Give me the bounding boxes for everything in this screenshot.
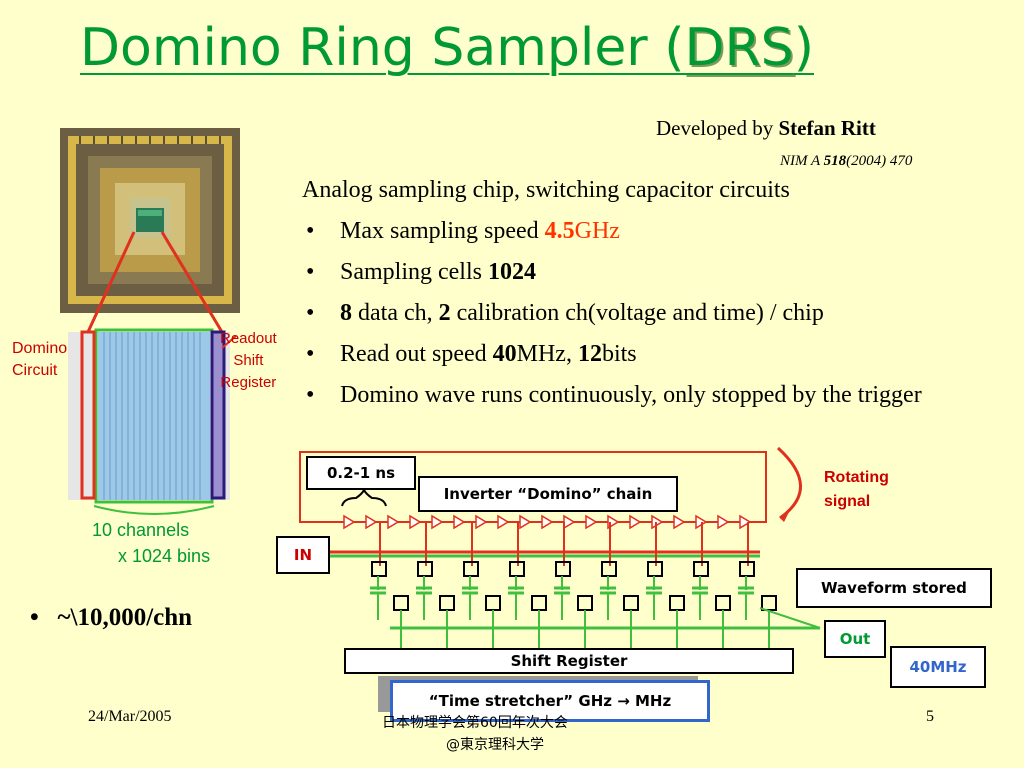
inverter-glyph	[585, 514, 598, 530]
slide-title: Domino Ring Sampler (DRS)	[80, 18, 814, 78]
footer-venue: @東京理科大学	[446, 737, 544, 753]
sampling-cell	[508, 522, 547, 648]
ch-t1: data ch,	[352, 300, 439, 326]
zoom-line-left	[86, 231, 136, 333]
in-box: IN	[276, 536, 330, 574]
inverter-glyph	[673, 514, 686, 530]
credit-author: Stefan Ritt	[778, 116, 876, 140]
title-suffix: )	[793, 18, 814, 78]
speed-text: Max sampling speed	[340, 218, 545, 244]
ref-volume: 518	[823, 153, 847, 169]
footer-meeting: 日本物理学会第60回年次大会	[382, 715, 568, 731]
bullet-cells: Sampling cells 1024	[302, 252, 1002, 293]
ro-u2: bits	[601, 341, 637, 367]
delay-box: 0.2-1 ns	[306, 456, 416, 490]
sampling-cell	[692, 522, 731, 648]
inverter-glyph	[343, 514, 356, 530]
cells-text: Sampling cells	[340, 259, 488, 285]
inverter-chain-box: Inverter “Domino” chain	[418, 476, 678, 512]
zoom-line-right	[160, 231, 224, 333]
cost-bullet: • ~\10,000/chn	[30, 604, 192, 632]
inverter-glyph	[475, 514, 488, 530]
chip-package-illustration	[60, 128, 240, 313]
cell-array	[98, 332, 210, 500]
cost-value: ~\10,000/chn	[57, 604, 193, 631]
inverter-glyph	[365, 514, 378, 530]
bullet-list: Max sampling speed 4.5GHz Sampling cells…	[302, 211, 1002, 416]
inverter-glyph	[739, 514, 752, 530]
bins-label: x 1024 bins	[118, 546, 211, 566]
inverter-glyph	[453, 514, 466, 530]
delay-brace	[341, 487, 387, 507]
bullet-speed: Max sampling speed 4.5GHz	[302, 211, 1002, 252]
ro-v2: 12	[577, 341, 602, 367]
chip-photo	[60, 128, 240, 313]
inverter-glyph	[519, 514, 532, 530]
bullet-domino: Domino wave runs continuously, only stop…	[302, 375, 1002, 416]
inverter-glyph	[563, 514, 576, 530]
intro-text: Analog sampling chip, switching capacito…	[302, 177, 790, 203]
inverter-glyph	[629, 514, 642, 530]
out-box: Out	[824, 620, 886, 658]
ch-t2: calibration ch(voltage and time)	[450, 300, 770, 326]
ro-v1: 40	[492, 341, 517, 367]
channels-label: 10 channels	[92, 520, 190, 540]
freq-box: 40MHz	[890, 646, 986, 688]
reference: NIM A 518(2004) 470	[780, 153, 912, 170]
ch-n1: 8	[340, 300, 352, 326]
cells-value: 1024	[487, 259, 536, 285]
ref-journal: NIM A	[780, 153, 824, 169]
ch-t3: / chip	[769, 300, 824, 326]
credit: Developed by Stefan Ritt	[656, 116, 876, 141]
rotating-arrow	[776, 446, 802, 520]
shift-register-box: Shift Register	[344, 648, 794, 674]
domino-circuit-box	[80, 330, 96, 500]
ro-text: Read out speed	[340, 341, 493, 367]
bullet-block: Analog sampling chip, switching capacito…	[302, 170, 1002, 416]
inverter-glyph	[387, 514, 400, 530]
readout-register-box	[210, 330, 226, 500]
cost-bullet-dot: •	[30, 604, 58, 631]
page-number: 5	[926, 708, 934, 725]
sampling-cell	[646, 522, 685, 648]
ro-u1: MHz,	[516, 341, 578, 367]
ch-n2: 2	[438, 300, 451, 326]
time-stretcher-box: “Time stretcher” GHz → MHz	[390, 680, 710, 722]
inverter-glyph	[431, 514, 444, 530]
bullet-channels: 8 data ch, 2 calibration ch(voltage and …	[302, 293, 1002, 334]
rotating-signal-label: Rotating signal	[824, 469, 889, 510]
inverter-glyph	[409, 514, 422, 530]
title-prefix: Domino Ring Sampler (	[80, 18, 685, 78]
credit-prefix: Developed by	[656, 116, 779, 140]
speed-unit: GHz	[574, 218, 620, 244]
domino-circuit-label: Domino Circuit	[12, 340, 68, 379]
inverter-glyph	[541, 514, 554, 530]
ref-rest: (2004) 470	[846, 153, 913, 169]
inverter-glyph	[497, 514, 510, 530]
waveform-stored-box: Waveform stored	[796, 568, 992, 608]
inverter-glyph	[717, 514, 730, 530]
speed-value: 4.5	[544, 218, 575, 244]
footer-date: 24/Mar/2005	[88, 708, 172, 725]
title-acronym: DRS	[684, 18, 794, 78]
readout-register-label: Readout Shift Register	[220, 330, 277, 391]
bullet-readout: Read out speed 40MHz, 12bits	[302, 334, 1002, 375]
channels-brace	[93, 505, 215, 515]
